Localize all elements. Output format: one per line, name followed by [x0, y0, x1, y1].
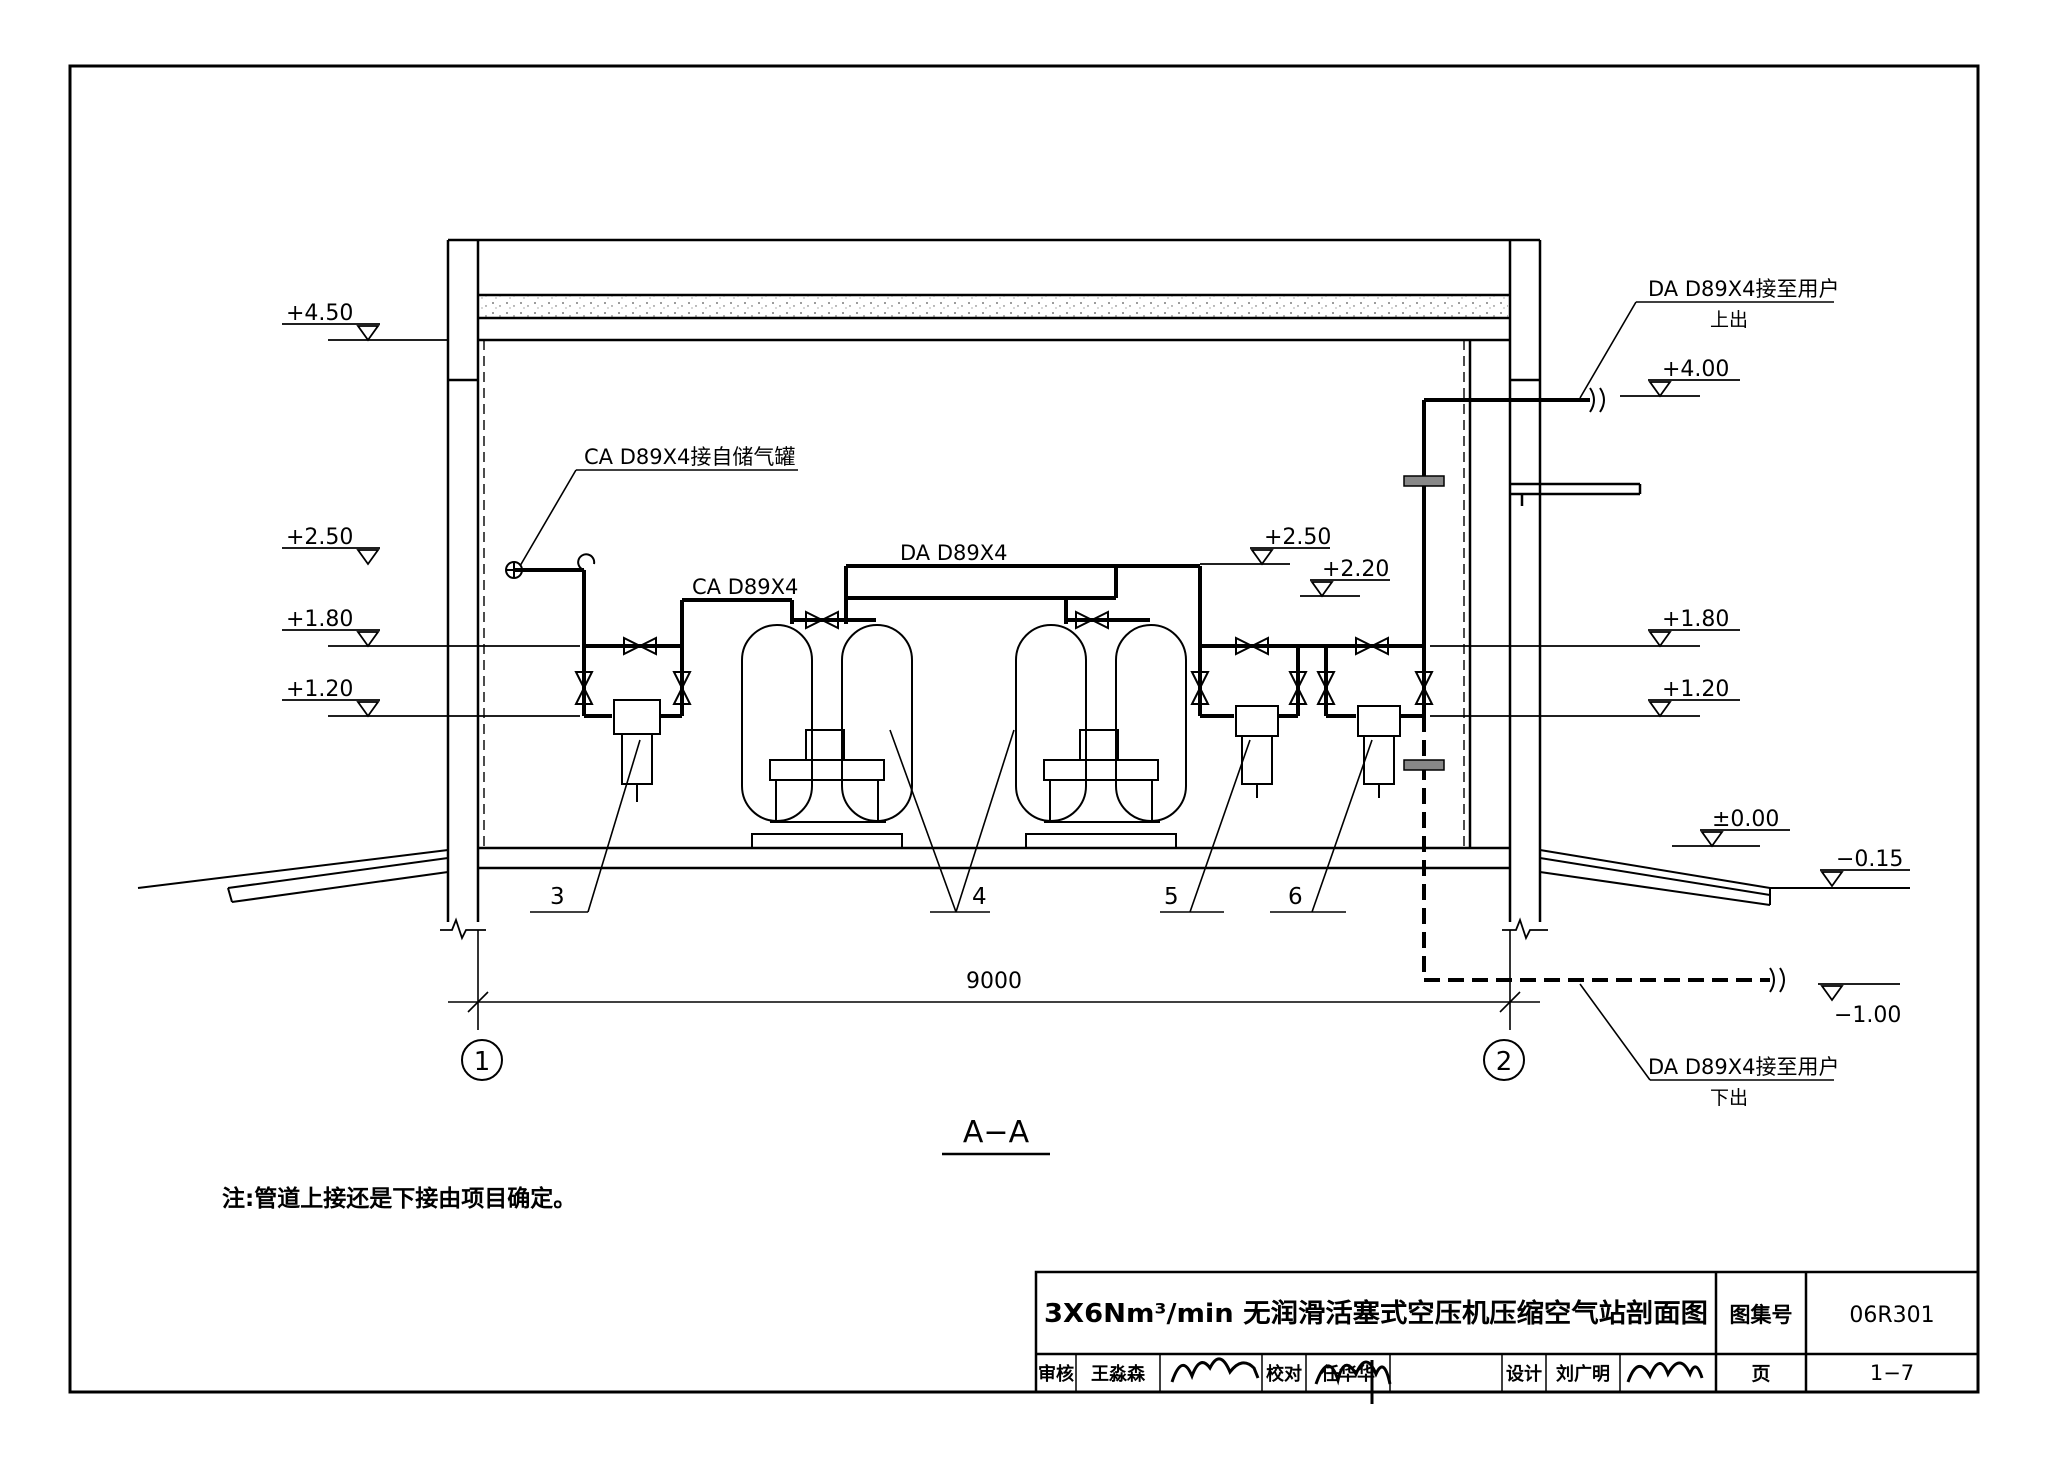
axis-label-1: 1: [474, 1047, 491, 1077]
axis-label-2: 2: [1496, 1047, 1513, 1077]
drawing-title: 3X6Nm³/min 无润滑活塞式空压机压缩空气站剖面图: [1044, 1298, 1708, 1329]
hidden-lines: [483, 340, 1465, 848]
dimension-value: 9000: [966, 969, 1022, 994]
elev-mid-220: +2.20: [1322, 557, 1389, 582]
dryer-unit-2: [1015, 624, 1187, 849]
atlas-number: 06R301: [1849, 1303, 1934, 1328]
piping: [514, 398, 1590, 718]
atlas-label: 图集号: [1730, 1303, 1793, 1327]
lower-outlet-pipe: [1422, 716, 1770, 982]
elev-ground: −0.15: [1836, 847, 1903, 872]
elev-mid-250: +2.50: [1264, 525, 1331, 550]
building-structure: [446, 238, 1642, 922]
elev-out-top: +4.00: [1662, 357, 1729, 382]
da-down-sub: 下出: [1710, 1087, 1748, 1109]
designer-name: 刘广明: [1556, 1363, 1610, 1385]
elev-left-120: +1.20: [286, 677, 353, 702]
elev-bottom: −1.00: [1834, 1003, 1901, 1028]
dimension-line: [448, 930, 1540, 1030]
callout-4: 4: [972, 884, 987, 910]
elev-left-250: +2.50: [286, 525, 353, 550]
reviewer-signature: [1170, 1357, 1260, 1383]
reviewer-name: 王淼森: [1091, 1363, 1146, 1385]
da-pipe-label: DA D89X4: [900, 541, 1007, 565]
da-up-label: DA D89X4接至用户: [1648, 277, 1839, 301]
signatures: [1170, 1357, 1704, 1404]
da-up-sub: 上出: [1710, 309, 1748, 331]
elev-roof: +4.50: [286, 301, 353, 326]
roof-slab: [480, 296, 1508, 317]
axis-bubble-2: [1483, 1039, 1525, 1081]
review-label: 审核: [1038, 1363, 1074, 1385]
pipe-supports: [1403, 475, 1445, 771]
designer-signature: [1626, 1361, 1704, 1383]
axis-bubble-1: [461, 1039, 503, 1081]
pipe-breaks: [1589, 387, 1785, 993]
checker-signature: [1314, 1360, 1392, 1404]
page-label: 页: [1751, 1363, 1770, 1385]
drawing-frame: [68, 64, 1980, 1394]
page-number: 1−7: [1870, 1361, 1914, 1385]
pipe-bend-icon: [577, 553, 596, 571]
elev-right-180: +1.80: [1662, 607, 1729, 632]
title-block-cells: [1075, 1354, 1621, 1392]
title-block-frame: [1034, 1270, 1980, 1394]
callout-6: 6: [1288, 884, 1303, 910]
elev-left-180: +1.80: [286, 607, 353, 632]
valves: [574, 610, 1434, 705]
checker-name: 任华华: [1320, 1363, 1375, 1385]
callout-5: 5: [1164, 884, 1179, 910]
break-marks: [440, 917, 1548, 941]
drawing-note: 注:管道上接还是下接由项目确定。: [222, 1185, 576, 1212]
ca-supply-label: CA D89X4接自储气罐: [584, 445, 795, 469]
design-label: 设计: [1506, 1363, 1542, 1385]
elevation-markers: [282, 323, 1910, 1002]
da-down-label: DA D89X4接至用户: [1648, 1055, 1839, 1079]
section-label: A−A: [963, 1115, 1030, 1150]
elev-floor: ±0.00: [1712, 807, 1779, 832]
callout-3: 3: [550, 884, 565, 910]
check-label: 校对: [1266, 1363, 1302, 1385]
elev-right-120: +1.20: [1662, 677, 1729, 702]
ca-pipe-label: CA D89X4: [692, 575, 798, 599]
filters: [613, 699, 1401, 802]
leader-lines: [519, 301, 1834, 1081]
ground-slope: [137, 849, 1910, 906]
dryer-unit-1: [741, 624, 913, 849]
